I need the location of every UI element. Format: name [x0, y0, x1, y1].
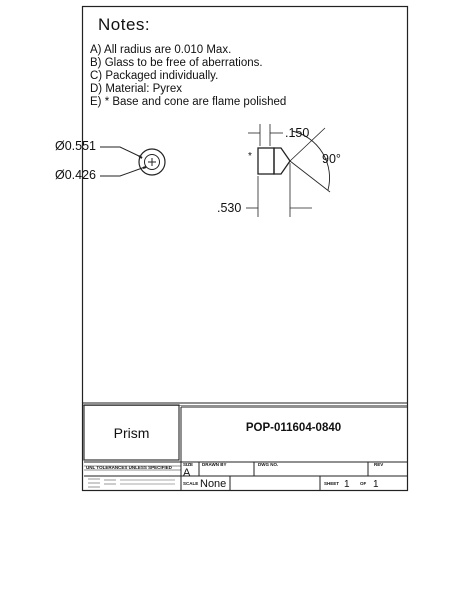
of-label: OF: [360, 481, 367, 486]
drawing-border: [81, 5, 409, 492]
part-name: Prism: [113, 424, 150, 441]
base-body: [257, 147, 275, 175]
inner-diameter-label: Ø0.426: [55, 168, 97, 182]
drawn-by-label: DRAWN BY: [202, 462, 227, 467]
angle-line-lower: [289, 160, 331, 193]
title-block: [82, 402, 408, 490]
cone-body: [273, 147, 291, 175]
angle-line-upper: [289, 127, 326, 162]
scale-label: SCALE: [183, 481, 199, 486]
size-label: SIZE: [183, 462, 194, 467]
sheet-total: 1: [373, 479, 379, 490]
tolerance-scribble: [88, 478, 175, 488]
outer-diameter-label: Ø0.551: [55, 139, 97, 153]
tip-width-label: .150: [285, 126, 310, 140]
note-item: A) All radius are 0.010 Max.: [90, 44, 232, 56]
polish-marker: *: [248, 151, 252, 162]
outer-circle: [138, 148, 166, 176]
note-item: C) Packaged individually.: [90, 70, 219, 82]
length-label: .530: [217, 201, 242, 215]
angle-arc: [291, 130, 330, 191]
size-value: A: [183, 467, 191, 479]
inner-circle: [144, 154, 160, 170]
rev-label: REV: [374, 462, 384, 467]
leader-outer: [100, 146, 142, 158]
notes-title: Notes:: [98, 15, 151, 34]
tolerance-heading: UNL TOLERANCES UNLESS SPECIFIED: [86, 465, 172, 470]
dwg-no-label: DWG NO.: [258, 462, 279, 467]
note-item: B) Glass to be free of aberrations.: [90, 57, 263, 69]
front-view: [100, 146, 166, 177]
drawing-number: POP-011604-0840: [245, 422, 342, 434]
scale-value: None: [200, 478, 227, 490]
note-item: D) Material: Pyrex: [90, 83, 183, 95]
sheet-number: 1: [344, 479, 350, 490]
leader-inner: [100, 166, 146, 177]
part-name-box: [83, 404, 180, 461]
leader-outer-arrow: [138, 155, 143, 159]
notes-list: A) All radius are 0.010 Max. B) Glass to…: [90, 44, 286, 109]
note-item: E) * Base and cone are flame polished: [90, 96, 287, 108]
leader-inner-arrow: [142, 166, 147, 169]
side-view: [246, 124, 331, 217]
angle-label: 90°: [322, 152, 341, 166]
sheet-label: SHEET: [324, 481, 340, 486]
